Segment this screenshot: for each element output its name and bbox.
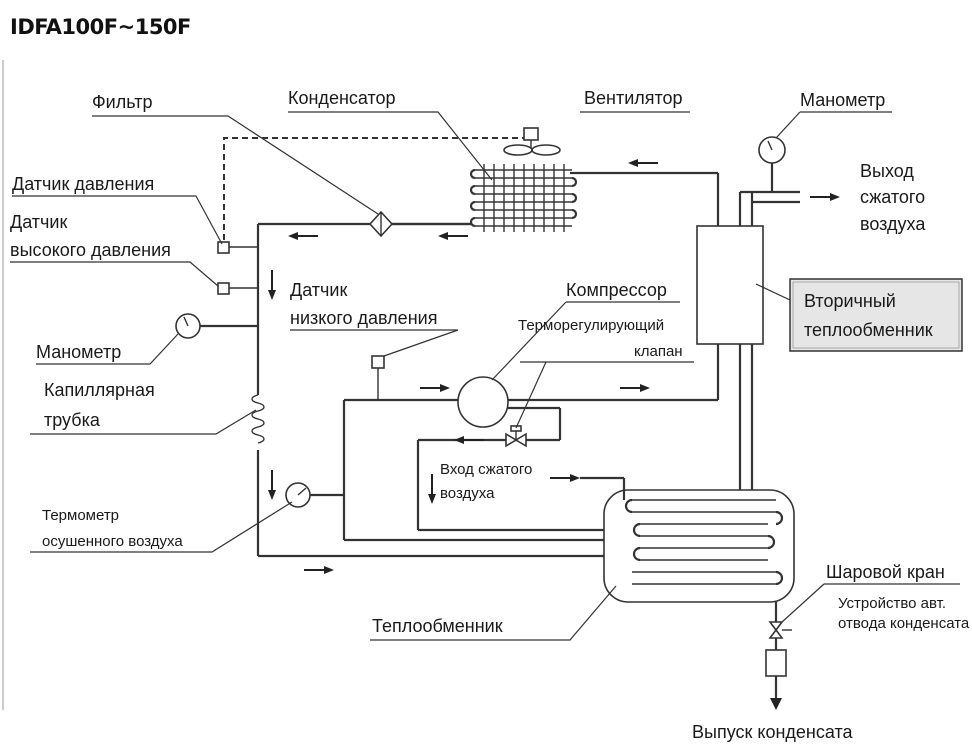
label-outlet-3: воздуха: [860, 214, 926, 234]
label-filter: Фильтр: [92, 92, 152, 112]
label-condenser: Конденсатор: [288, 88, 396, 108]
pressure-sensor-icon: [217, 241, 230, 254]
lp-sensor-icon: [371, 355, 385, 369]
labels: Фильтр Конденсатор Вентилятор Манометр В…: [10, 88, 970, 742]
manometer-left-icon: [175, 313, 201, 339]
refrigerant-loop: [200, 137, 720, 558]
label-pressure-sensor: Датчик давления: [12, 174, 154, 194]
label-tx-valve-2: клапан: [634, 343, 683, 360]
filter-icon: [368, 210, 394, 238]
main-heat-exchanger: [580, 476, 795, 603]
diagram-title: IDFA100F~150F: [10, 15, 191, 39]
label-manometer-left: Манометр: [36, 342, 121, 362]
label-thermometer-1: Термометр: [42, 507, 119, 524]
label-condensate-outlet: Выпуск конденсата: [692, 722, 854, 742]
ball-valve-icon: [768, 602, 792, 650]
label-capillary-1: Капиллярная: [44, 380, 155, 400]
label-hp-sensor-2: высокого давления: [10, 240, 171, 260]
label-lp-sensor-1: Датчик: [290, 280, 347, 300]
label-inlet-1: Вход сжатого: [440, 461, 532, 478]
label-drain-device-2: отвода конденсата: [838, 615, 970, 632]
tx-valve-icon: [505, 425, 527, 448]
label-fan: Вентилятор: [584, 88, 683, 108]
label-ball-valve: Шаровой кран: [826, 562, 945, 582]
label-drain-device-1: Устройство авт.: [838, 595, 946, 612]
secondary-hx-label-box: [789, 278, 963, 352]
label-capillary-2: трубка: [44, 410, 101, 430]
secondary-heat-exchanger: [696, 190, 800, 490]
manometer-top-icon: [758, 136, 786, 192]
capillary-coil-icon: [251, 394, 265, 444]
label-compressor: Компрессор: [566, 280, 667, 300]
label-tx-valve-1: Терморегулирующий: [518, 317, 664, 334]
label-thermometer-2: осушенного воздуха: [42, 533, 183, 550]
leader-lines: [10, 111, 960, 641]
flow-arrows: [268, 159, 840, 574]
compressor-icon: [457, 376, 509, 428]
condenser-coil: [469, 164, 578, 232]
label-inlet-2: воздуха: [440, 485, 495, 502]
label-hp-sensor-1: Датчик: [10, 212, 67, 232]
label-outlet-2: сжатого: [860, 187, 925, 207]
label-heat-exchanger: Теплообменник: [372, 616, 503, 636]
label-secondary-hx-2: теплообменник: [804, 320, 933, 340]
label-outlet-1: Выход: [860, 161, 914, 181]
label-manometer-top: Манометр: [800, 90, 885, 110]
label-secondary-hx-1: Вторичный: [804, 291, 896, 311]
hp-sensor-icon: [217, 282, 230, 295]
thermometer-icon: [285, 482, 344, 508]
fan-icon: [503, 127, 561, 156]
label-lp-sensor-2: низкого давления: [290, 308, 437, 328]
drain-device-icon: [765, 649, 787, 710]
